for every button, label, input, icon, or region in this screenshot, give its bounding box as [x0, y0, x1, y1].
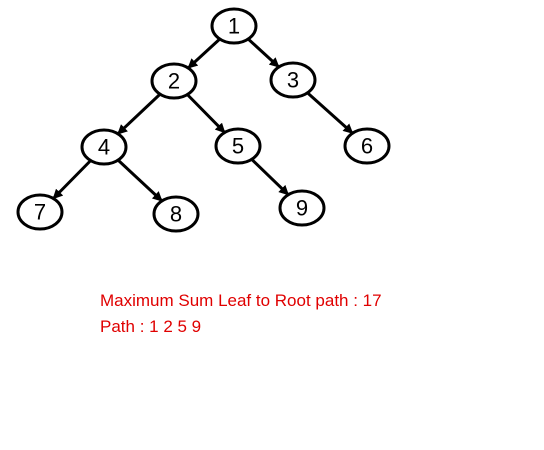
tree-node-label: 1 — [228, 14, 240, 39]
tree-edge-arrow — [116, 93, 162, 135]
tree-node-circle — [343, 127, 391, 165]
tree-edges — [52, 37, 354, 202]
tree-nodes: 1 2 3 4 5 6 7 8 9 — [16, 7, 391, 233]
tree-node-4: 4 — [80, 128, 128, 166]
tree-node-1: 1 — [210, 7, 258, 45]
tree-node-label: 7 — [34, 200, 46, 225]
tree-node-2: 2 — [150, 62, 198, 100]
tree-node-label: 6 — [361, 134, 373, 159]
tree-edge-arrow — [306, 91, 354, 135]
tree-node-circle — [214, 127, 262, 165]
tree-node-3: 3 — [269, 61, 317, 99]
tree-edge-arrow — [117, 159, 163, 202]
tree-node-circle — [210, 7, 258, 45]
tree-node-9: 9 — [278, 189, 326, 227]
max-sum-result-text: Maximum Sum Leaf to Root path : 17 — [100, 291, 382, 310]
tree-edge-arrow — [250, 158, 290, 196]
tree-node-circle — [80, 128, 128, 166]
tree-node-6: 6 — [343, 127, 391, 165]
tree-node-8: 8 — [152, 195, 200, 233]
tree-edge-arrow — [52, 159, 92, 200]
tree-node-label: 5 — [232, 134, 244, 159]
tree-node-label: 9 — [296, 196, 308, 221]
path-result-text: Path : 1 2 5 9 — [100, 317, 202, 336]
tree-node-circle — [150, 62, 198, 100]
tree-node-label: 8 — [170, 202, 182, 227]
tree-node-7: 7 — [16, 193, 64, 231]
tree-node-label: 4 — [98, 135, 110, 160]
tree-edge-arrow — [247, 37, 280, 69]
tree-node-circle — [269, 61, 317, 99]
tree-edge-arrow — [187, 37, 221, 70]
tree-node-circle — [16, 193, 64, 231]
tree-edge-arrow — [186, 93, 226, 134]
tree-node-label: 3 — [287, 68, 299, 93]
tree-node-label: 2 — [168, 69, 180, 94]
tree-node-circle — [152, 195, 200, 233]
tree-node-5: 5 — [214, 127, 262, 165]
tree-node-circle — [278, 189, 326, 227]
